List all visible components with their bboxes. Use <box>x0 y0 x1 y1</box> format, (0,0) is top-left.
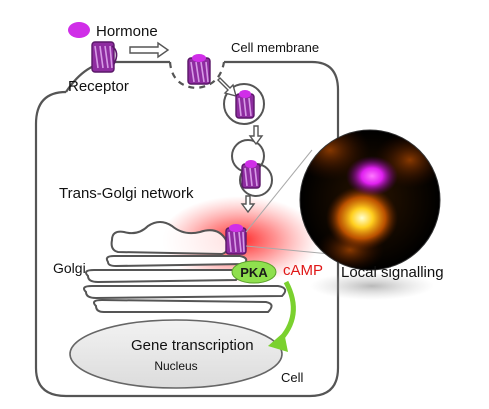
micrograph-inset <box>299 129 441 271</box>
golgi-cisterna <box>85 269 241 284</box>
label-cell: Cell <box>281 370 304 385</box>
arrow-right-icon <box>129 41 170 59</box>
zoom-line <box>245 149 313 233</box>
arrow-down-icon <box>240 195 256 214</box>
receptor-icon <box>187 54 211 85</box>
hormone-icon <box>68 22 90 38</box>
label-gene-transcription: Gene transcription <box>131 337 254 354</box>
label-nucleus: Nucleus <box>154 359 197 373</box>
label-hormone: Hormone <box>96 23 158 40</box>
receptor-icon <box>241 160 261 189</box>
zoom-line <box>245 245 331 255</box>
arrow-down-right-icon <box>217 77 237 97</box>
label-camp: cAMP <box>283 262 323 279</box>
golgi-cisterna <box>105 255 248 268</box>
receptor-icon <box>225 224 247 255</box>
label-trans-golgi-network: Trans-Golgi network <box>59 185 194 202</box>
receptor-icon <box>235 90 255 119</box>
label-pka: PKA <box>240 265 268 280</box>
pka-badge <box>231 260 277 284</box>
endosome-vesicle <box>223 83 265 125</box>
nucleus <box>69 319 283 389</box>
transport-arrows <box>129 41 264 214</box>
trans-golgi-network <box>110 221 229 256</box>
green-arrowhead-icon <box>268 332 288 352</box>
label-cell-membrane: Cell membrane <box>231 40 319 55</box>
label-local-signalling: Local signalling <box>341 264 444 281</box>
label-golgi: Golgi <box>53 260 86 276</box>
cell-outline <box>34 60 340 398</box>
micrograph-shadow <box>310 272 434 300</box>
arrow-down-icon <box>248 125 264 146</box>
receptor-icon <box>91 41 118 73</box>
label-receptor: Receptor <box>68 78 129 95</box>
golgi-cisterna <box>83 285 287 300</box>
golgi-cisterna <box>93 298 273 313</box>
membrane-invagination <box>168 61 226 90</box>
